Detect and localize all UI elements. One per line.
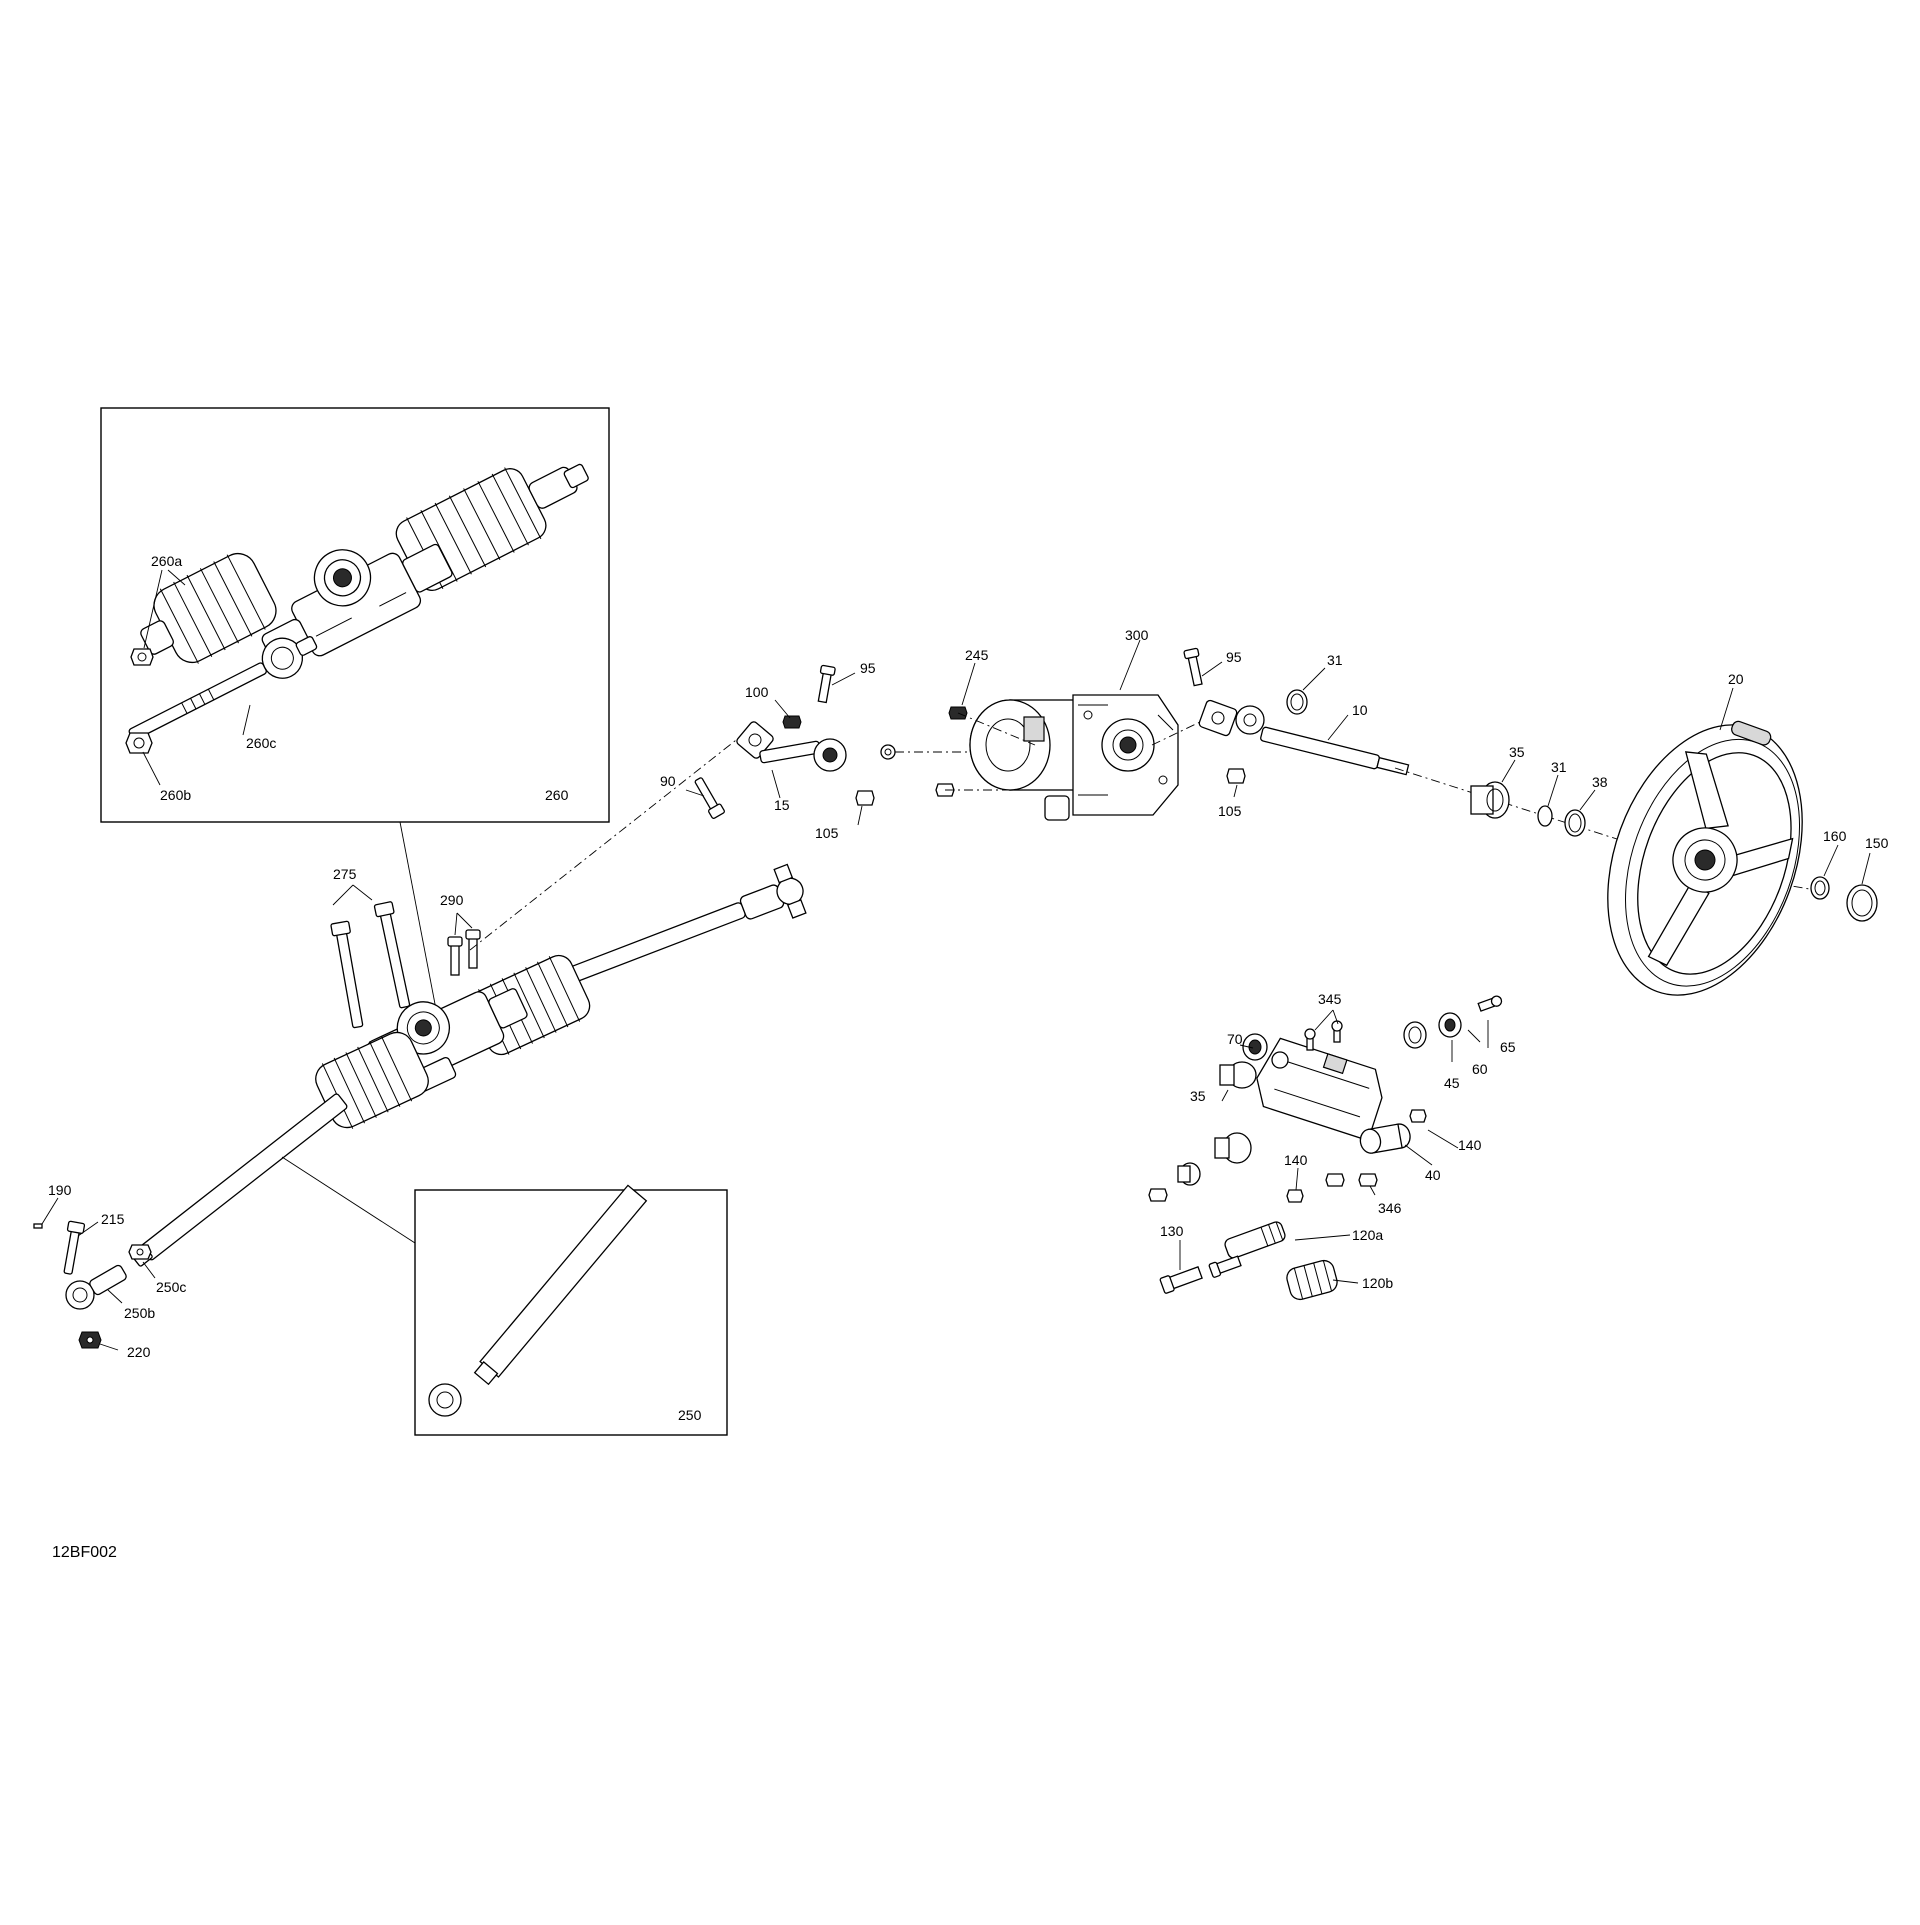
steering-column-10 bbox=[1183, 647, 1410, 784]
callout-120a: 120a bbox=[1352, 1227, 1383, 1243]
callout-120b: 120b bbox=[1362, 1275, 1393, 1291]
callout-346: 346 bbox=[1378, 1200, 1402, 1216]
callout-250c: 250c bbox=[156, 1279, 186, 1295]
inset-250-pointer bbox=[281, 1156, 416, 1244]
callout-130: 130 bbox=[1160, 1223, 1184, 1239]
callout-290: 290 bbox=[440, 892, 464, 908]
eps-motor-300 bbox=[969, 694, 1179, 821]
inset-260-frame bbox=[100, 407, 610, 823]
wheel-callouts: 20 160 150 bbox=[1719, 671, 1889, 885]
callout-300: 300 bbox=[1125, 627, 1149, 643]
callout-160: 160 bbox=[1823, 828, 1847, 844]
callout-70: 70 bbox=[1227, 1031, 1243, 1047]
callout-220: 220 bbox=[127, 1344, 151, 1360]
callout-65: 65 bbox=[1500, 1039, 1516, 1055]
centreline-motor-bolts bbox=[945, 712, 1040, 791]
callout-260a: 260a bbox=[151, 553, 182, 569]
wheel-cap-parts bbox=[1810, 876, 1878, 922]
callout-38: 38 bbox=[1592, 774, 1608, 790]
callout-95-left: 95 bbox=[860, 660, 876, 676]
callout-245: 245 bbox=[965, 647, 989, 663]
motor-hardware bbox=[935, 706, 968, 797]
tie-rod-end-assembly bbox=[33, 1220, 152, 1349]
coupling-hardware bbox=[694, 664, 896, 820]
motor-callouts: 245 300 bbox=[961, 627, 1149, 706]
callout-90: 90 bbox=[660, 773, 676, 789]
callout-140-left: 140 bbox=[1284, 1152, 1308, 1168]
rack-callouts: 275 290 bbox=[332, 866, 473, 936]
inset-250-label: 250 bbox=[678, 1407, 702, 1423]
tilt-actuator-120 bbox=[1159, 1221, 1338, 1301]
callout-60: 60 bbox=[1472, 1061, 1488, 1077]
column-callouts: 95 105 10 bbox=[1201, 649, 1368, 819]
callout-260b: 260b bbox=[160, 787, 191, 803]
column-spacer-callouts: 31 35 31 38 bbox=[1302, 652, 1608, 811]
callout-100: 100 bbox=[745, 684, 769, 700]
steering-rack-assembly bbox=[131, 863, 807, 1267]
callout-20: 20 bbox=[1728, 671, 1744, 687]
callout-95-right: 95 bbox=[1226, 649, 1242, 665]
tilt-actuator-callouts: 130 120a 120b bbox=[1160, 1223, 1393, 1291]
centreline-motor-column bbox=[1151, 721, 1201, 746]
callout-40: 40 bbox=[1425, 1167, 1441, 1183]
steering-wheel-20 bbox=[1607, 720, 1803, 996]
inset-250-frame bbox=[414, 1189, 728, 1436]
bolt-290-pair bbox=[447, 929, 481, 976]
callout-345: 345 bbox=[1318, 991, 1342, 1007]
callout-215: 215 bbox=[101, 1211, 125, 1227]
callout-140-right: 140 bbox=[1458, 1137, 1482, 1153]
callout-105-left: 105 bbox=[815, 825, 839, 841]
callout-10: 10 bbox=[1352, 702, 1368, 718]
inset-260-steering-rack-detail bbox=[125, 463, 589, 754]
inset-260-pointer bbox=[399, 821, 441, 1031]
tilt-bracket-callouts: 345 65 70 35 45 60 140 40 140 346 bbox=[1190, 991, 1516, 1216]
callout-260c: 260c bbox=[246, 735, 276, 751]
callout-150: 150 bbox=[1865, 835, 1889, 851]
centreline-rack-coupling bbox=[469, 732, 746, 951]
inset-260-label: 260 bbox=[545, 787, 569, 803]
callout-275: 275 bbox=[333, 866, 357, 882]
callout-190: 190 bbox=[48, 1182, 72, 1198]
callout-105-right: 105 bbox=[1218, 803, 1242, 819]
tilt-bracket-assembly bbox=[1148, 995, 1503, 1203]
callout-15: 15 bbox=[774, 797, 790, 813]
callout-45: 45 bbox=[1444, 1075, 1460, 1091]
callout-31-top: 31 bbox=[1327, 652, 1343, 668]
column-spacers bbox=[1286, 689, 1586, 837]
callout-250b: 250b bbox=[124, 1305, 155, 1321]
callout-31-lower: 31 bbox=[1551, 759, 1567, 775]
bolt-275-pair bbox=[330, 901, 411, 1029]
inset-250-tie-rod-detail: 250 bbox=[428, 1184, 702, 1423]
callout-35-top: 35 bbox=[1509, 744, 1525, 760]
diagram-code: 12BF002 bbox=[52, 1544, 117, 1561]
inset-260-callouts: 260a 260c 260b 260 bbox=[142, 553, 569, 803]
intermediate-shaft-15 bbox=[736, 721, 847, 772]
callout-35-bracket: 35 bbox=[1190, 1088, 1206, 1104]
coupling-callouts: 100 95 90 15 105 bbox=[660, 660, 876, 841]
tie-rod-end-callouts: 190 215 250c 250b 220 bbox=[41, 1182, 186, 1360]
